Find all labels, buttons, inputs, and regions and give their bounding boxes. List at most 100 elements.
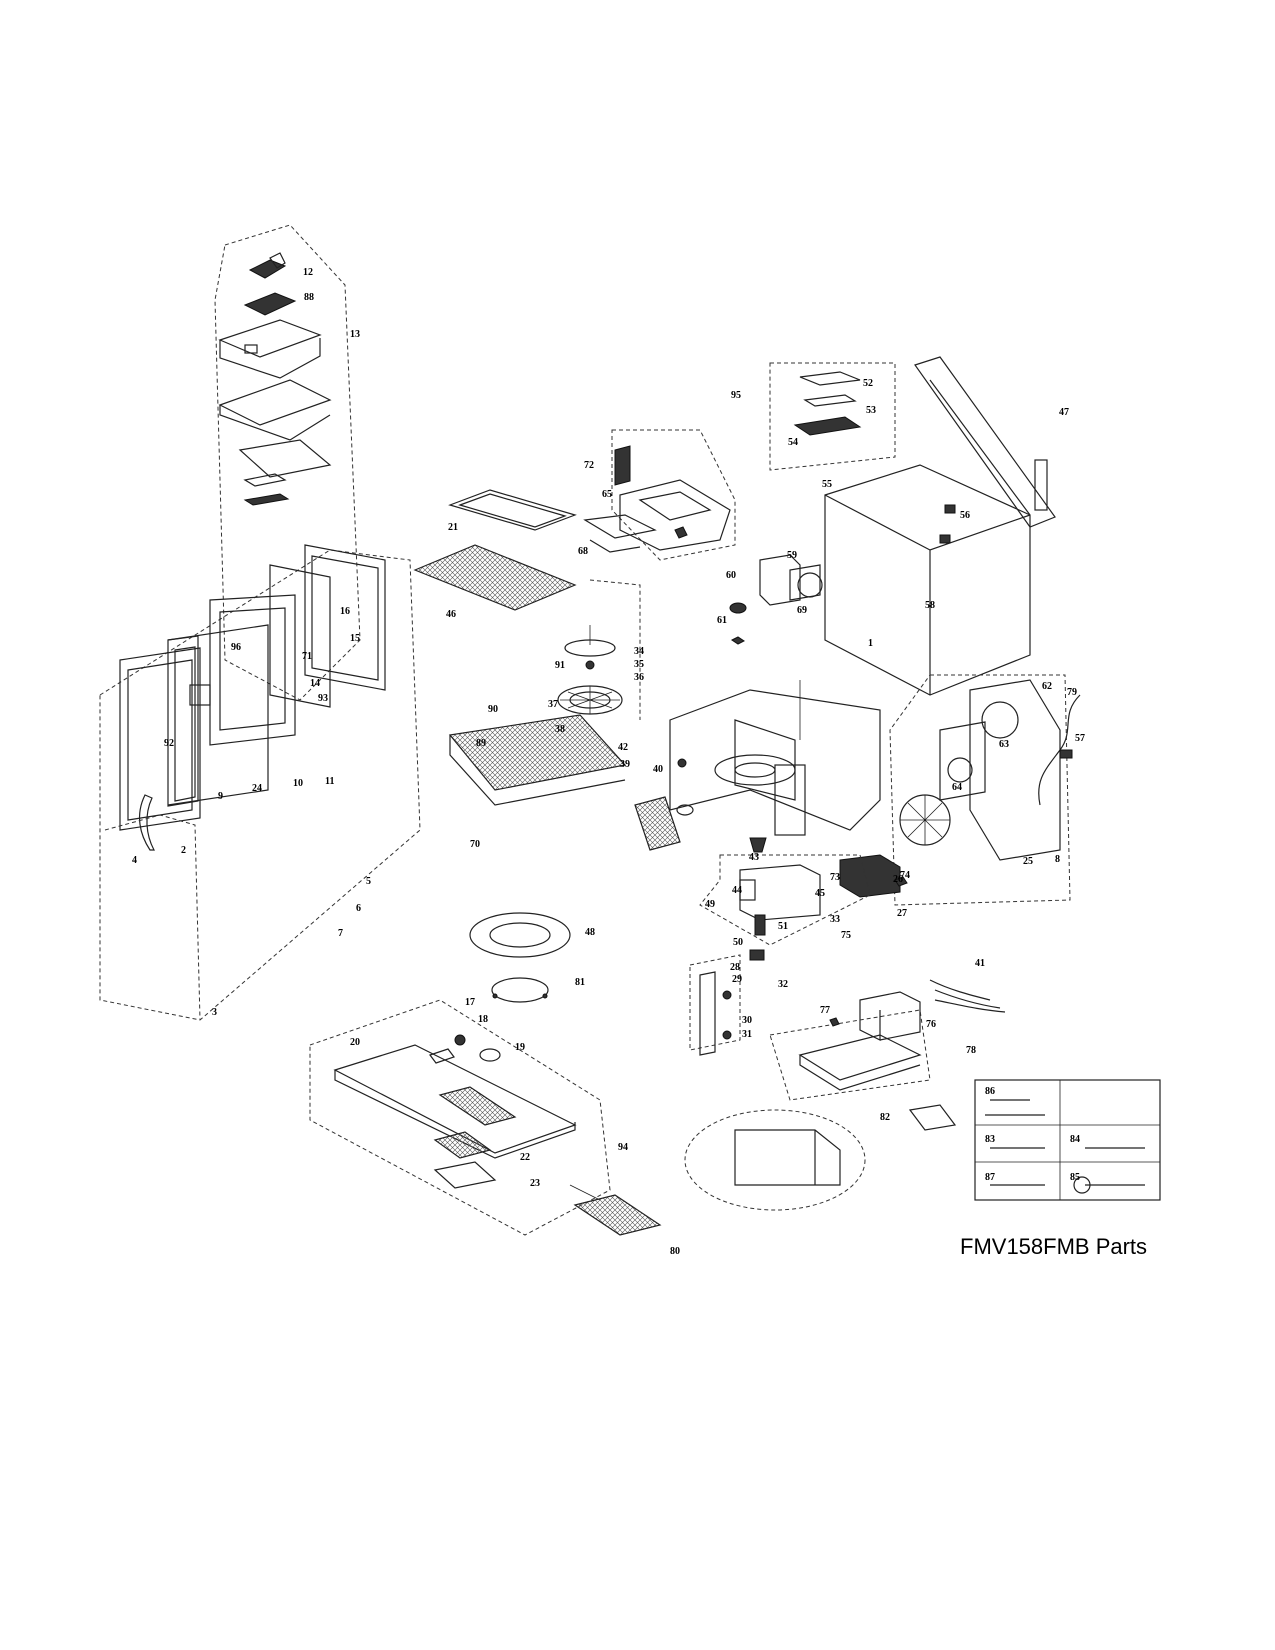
turntable [469,912,571,1003]
callout-1: 1 [868,638,873,649]
callout-42: 42 [618,742,628,753]
callout-51: 51 [778,921,788,932]
callout-40: 40 [653,764,663,775]
callout-58: 58 [925,600,935,611]
callout-54: 54 [788,437,798,448]
callout-39: 39 [620,759,630,770]
callout-43: 43 [749,852,759,863]
callout-47: 47 [1059,407,1069,418]
callout-21: 21 [448,522,458,533]
callout-26: 26 [893,874,903,885]
callout-33: 33 [830,914,840,925]
callout-41: 41 [975,958,985,969]
callout-32: 32 [778,979,788,990]
callout-23: 23 [530,1178,540,1189]
callout-37: 37 [548,699,558,710]
door-assembly [99,544,421,1021]
callout-29: 29 [732,974,742,985]
callout-79: 79 [1067,687,1077,698]
callout-50: 50 [733,937,743,948]
callout-24: 24 [252,783,262,794]
callout-48: 48 [585,927,595,938]
callout-77: 77 [820,1005,830,1016]
callout-89: 89 [476,738,486,749]
base-plate-assembly [309,999,662,1236]
callout-10: 10 [293,778,303,789]
callout-30: 30 [742,1015,752,1026]
callout-35: 35 [634,659,644,670]
callout-81: 81 [575,977,585,988]
callout-52: 52 [863,378,873,389]
callout-62: 62 [1042,681,1052,692]
callout-38: 38 [555,724,565,735]
callout-36: 36 [634,672,644,683]
callout-8: 8 [1055,854,1060,865]
callout-2: 2 [181,845,186,856]
callout-34: 34 [634,646,644,657]
callout-80: 80 [670,1246,680,1257]
callout-45: 45 [815,888,825,899]
callout-6: 6 [356,903,361,914]
callout-76: 76 [926,1019,936,1030]
shelf-and-plate [413,489,577,611]
door-switch-assembly [689,854,871,1056]
callout-85: 85 [1070,1172,1080,1183]
callout-20: 20 [350,1037,360,1048]
callout-16: 16 [340,606,350,617]
vent-blower-assembly [583,429,823,645]
control-panel-assembly [214,224,361,701]
callout-86: 86 [985,1086,995,1097]
hardware-kit-table [908,1079,1161,1201]
callout-94: 94 [618,1142,628,1153]
callout-49: 49 [705,899,715,910]
callout-78: 78 [966,1045,976,1056]
transformer-and-base [769,979,1006,1101]
outer-case-assembly [769,356,1056,696]
stirrer-assembly [557,579,641,720]
callout-72: 72 [584,460,594,471]
callout-87: 87 [985,1172,995,1183]
callout-65: 65 [602,489,612,500]
callout-12: 12 [303,267,313,278]
page-title: FMV158FMB Parts [960,1234,1148,1259]
callout-19: 19 [515,1042,525,1053]
callout-60: 60 [726,570,736,581]
callout-96: 96 [231,642,241,653]
callout-70: 70 [470,839,480,850]
callout-95: 95 [731,390,741,401]
callout-7: 7 [338,928,343,939]
callout-69: 69 [797,605,807,616]
cavity-assembly [448,680,881,853]
callout-14: 14 [310,678,320,689]
callout-71: 71 [302,651,312,662]
callout-91: 91 [555,660,565,671]
callout-46: 46 [446,609,456,620]
callout-59: 59 [787,550,797,561]
callout-56: 56 [960,510,970,521]
cavity-inset [684,1109,866,1211]
magnetron [839,854,908,898]
callout-61: 61 [717,615,727,626]
callout-9: 9 [218,791,223,802]
callout-27: 27 [897,908,907,919]
callout-22: 22 [520,1152,530,1163]
callout-84: 84 [1070,1134,1080,1145]
callout-25: 25 [1023,856,1033,867]
callout-5: 5 [366,876,371,887]
fan-motor-assembly [889,674,1081,906]
callout-3: 3 [212,1007,217,1018]
callout-55: 55 [822,479,832,490]
callout-90: 90 [488,704,498,715]
callout-92: 92 [164,738,174,749]
callout-15: 15 [350,633,360,644]
callout-53: 53 [866,405,876,416]
callout-4: 4 [132,855,137,866]
callout-88: 88 [304,292,314,303]
callout-31: 31 [742,1029,752,1040]
callout-68: 68 [578,546,588,557]
callout-73: 73 [830,872,840,883]
callout-64: 64 [952,782,962,793]
callout-93: 93 [318,693,328,704]
